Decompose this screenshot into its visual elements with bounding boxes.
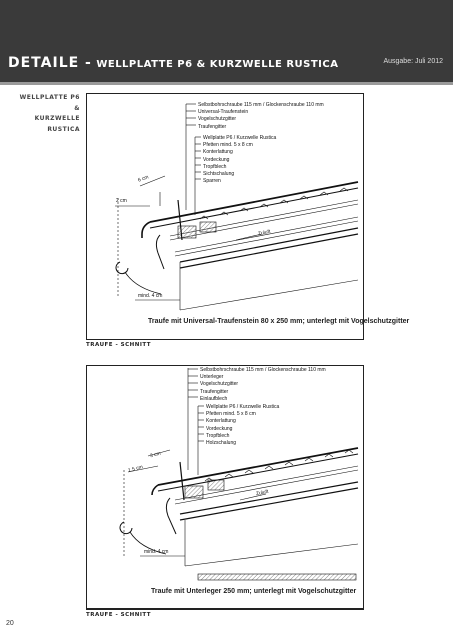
detail-1-legend-bottom: Wellplatte P6 / Kurzwelle Rustica Pfette…: [203, 135, 276, 185]
detail-1-caption: Traufe mit Universal-Traufenstein 80 x 2…: [148, 318, 410, 325]
legend-item: Pfetten mind. 5 x 8 cm: [206, 411, 256, 418]
legend-item: Holzschalung: [206, 440, 237, 447]
detail-drawing-2: [86, 365, 364, 609]
legend-item: Pfetten mind. 5 x 8 cm: [203, 142, 253, 149]
detail-2-caption: Traufe mit Unterleger 250 mm; unterlegt …: [151, 588, 357, 595]
dim-min-4cm: mind. 4 cm: [138, 293, 163, 299]
legend-item: Sparren: [203, 178, 221, 185]
detail-drawing-1: [86, 93, 364, 340]
legend-item: Traufengitter: [198, 123, 227, 130]
legend-item: Vordeckung: [203, 156, 230, 163]
side-label-line: KURZWELLE: [34, 115, 80, 122]
legend-item: Tropfblech: [203, 163, 227, 170]
page-title-sub: WELLPLATTE P6 & KURZWELLE RUSTICA: [96, 59, 339, 70]
detail-2-legend-top: Selbstbohrschraube 115 mm / Glockenschra…: [200, 367, 326, 403]
detail-2-section-label: TRAUFE - SCHNITT: [86, 609, 364, 620]
legend-item: Sichtschalung: [203, 171, 235, 178]
header-bar: [0, 0, 453, 82]
legend-item: Unterleger: [200, 374, 224, 381]
legend-item: Vogelschutzgitter: [200, 381, 239, 388]
legend-item: Selbstbohrschraube 115 mm / Glockenschra…: [198, 102, 324, 108]
page-number: 20: [6, 620, 14, 627]
page-title-main: DETAILE -: [8, 55, 92, 71]
dim-2cm: 2 cm: [116, 198, 127, 204]
legend-item: Traufengitter: [200, 388, 229, 395]
detail-1-legend-top: Selbstbohrschraube 115 mm / Glockenschra…: [198, 102, 324, 131]
detail-1-artwork: [115, 103, 359, 311]
issue-date: Ausgabe: Juli 2012: [383, 58, 443, 65]
legend-item: Selbstbohrschraube 115 mm / Glockenschra…: [200, 367, 326, 373]
legend-item: Einlaufblech: [200, 395, 228, 402]
legend-item: Wellplatte P6 / Kurzwelle Rustica: [203, 135, 277, 141]
detail-2-legend-bottom: Wellplatte P6 / Kurzwelle Rustica Pfette…: [206, 404, 279, 447]
side-label-line: &: [74, 104, 80, 112]
page-title: DETAILE - WELLPLATTE P6 & KURZWELLE RUST…: [8, 54, 338, 72]
legend-item: Vogelschutzgitter: [198, 116, 237, 123]
dim-min-4cm-2: mind. 4 cm: [144, 549, 169, 555]
legend-item: Wellplatte P6 / Kurzwelle Rustica: [206, 404, 280, 410]
product-side-label: WELLPLATTE P6 & KURZWELLE RUSTICA: [14, 93, 80, 135]
legend-item: Konterlattung: [206, 418, 236, 425]
legend-item: Vordeckung: [206, 425, 233, 432]
legend-item: Tropfblech: [206, 432, 230, 439]
legend-item: Konterlattung: [203, 149, 233, 156]
header-divider: [0, 82, 453, 85]
detail-2-artwork: [119, 368, 359, 581]
legend-item: Universal-Traufenstein: [198, 109, 249, 116]
side-label-line: RUSTICA: [47, 125, 80, 133]
detail-1-section-label: TRAUFE - SCHNITT: [86, 339, 364, 350]
side-label-line: WELLPLATTE P6: [19, 94, 80, 101]
